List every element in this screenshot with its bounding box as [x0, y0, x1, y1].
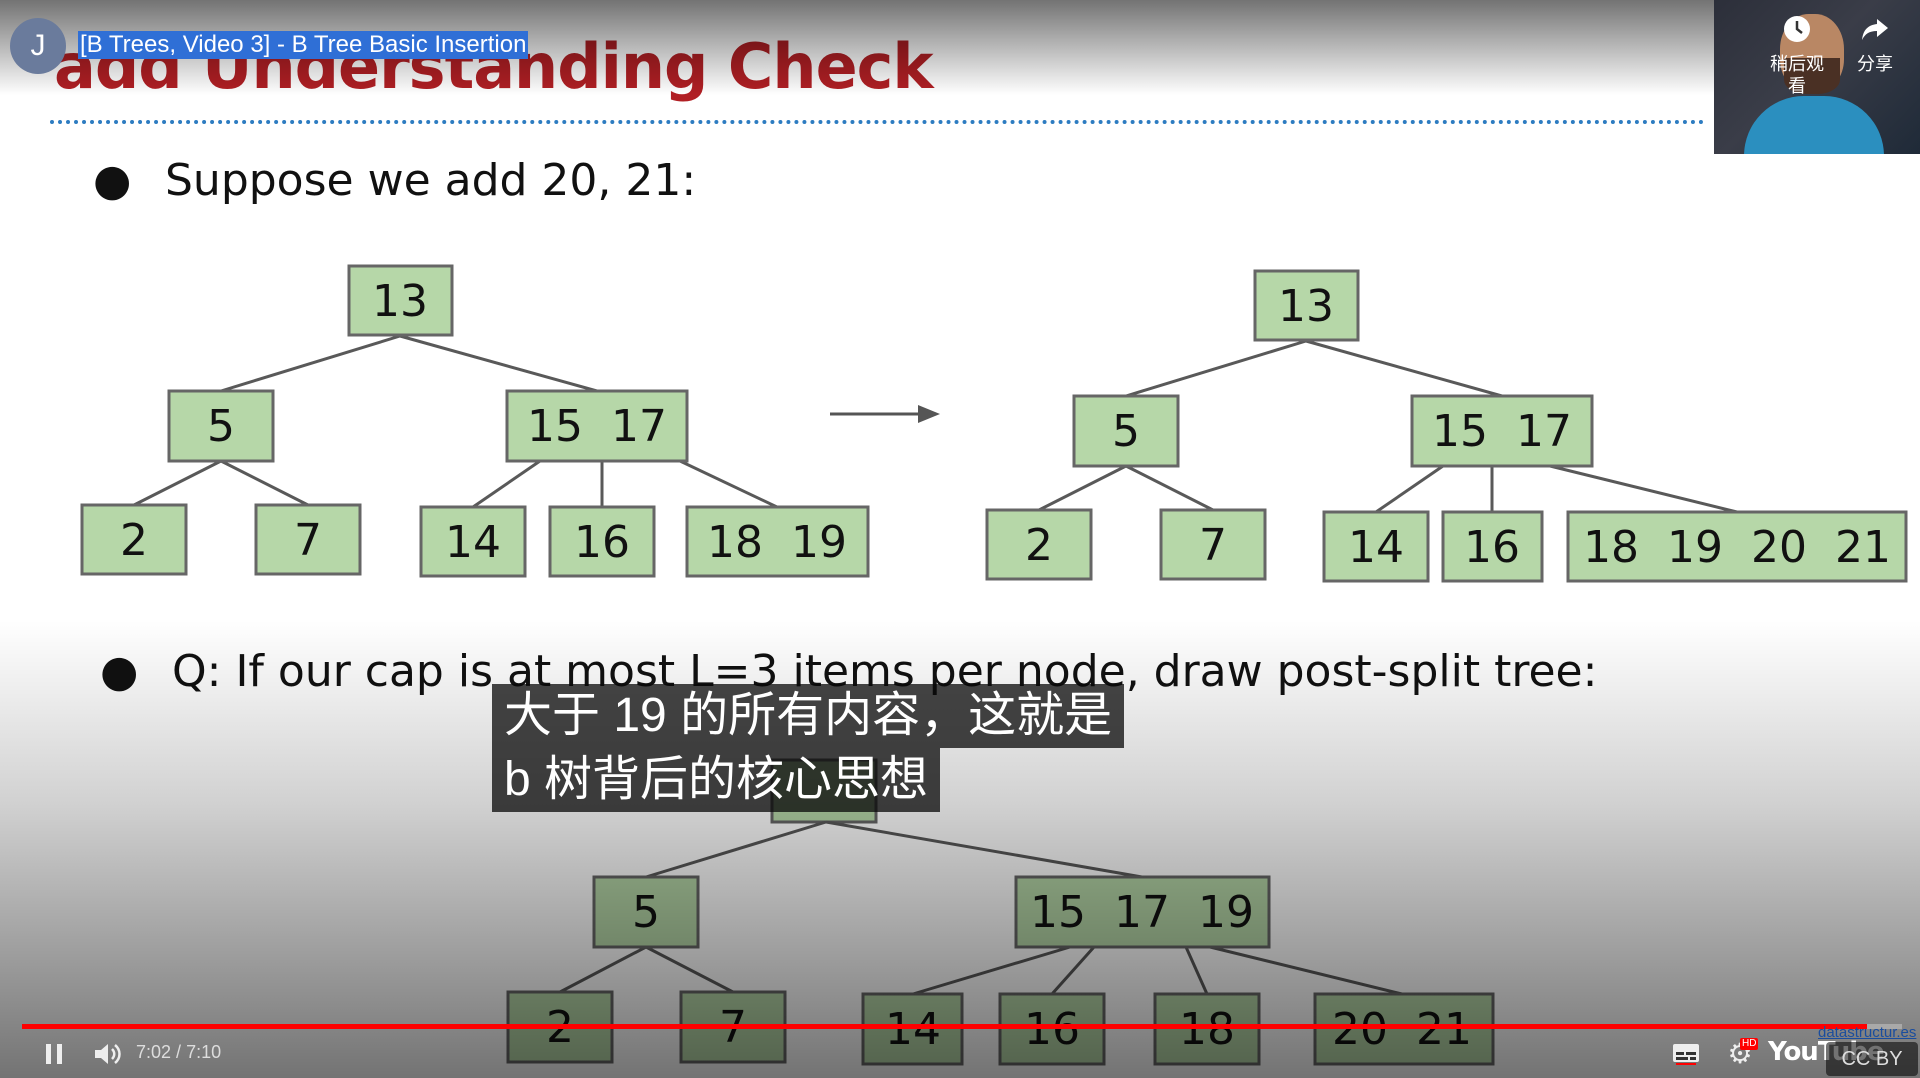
edge	[1125, 339, 1307, 398]
tree-node: 15 17	[1410, 394, 1594, 468]
license-badge: CC BY NC SA	[1826, 1042, 1918, 1076]
edge	[1184, 946, 1209, 995]
share-button[interactable]: 分享	[1840, 14, 1910, 75]
player-controls: 7:02 / 7:10 ⚙ HD	[0, 1030, 1920, 1078]
tree-node: 7	[254, 503, 362, 576]
share-label: 分享	[1857, 54, 1893, 74]
bullet-dot-icon: ●	[93, 155, 132, 206]
tree-node: 2	[985, 508, 1093, 581]
tree-node: 18 19	[685, 505, 870, 578]
subtitles-button[interactable]	[1668, 1030, 1704, 1078]
title-divider	[50, 120, 1705, 124]
svg-text:15 17: 15 17	[1432, 406, 1572, 457]
caption-line-2: b 树背后的核心思想	[492, 748, 941, 812]
edge	[1305, 339, 1503, 398]
pause-button[interactable]	[36, 1030, 72, 1078]
subtitles-icon	[1673, 1043, 1699, 1065]
edge	[1375, 464, 1444, 514]
edge	[679, 459, 778, 509]
volume-button[interactable]	[88, 1030, 128, 1078]
subtitle-caption: 大于 19 的所有内容，这就是 b 树背后的核心思想	[492, 684, 1125, 812]
bullet-suppose-text: Suppose we add 20, 21:	[165, 155, 697, 206]
tree-node: 14	[1322, 510, 1430, 583]
share-arrow-icon	[1840, 14, 1910, 53]
tree-node: 16	[1441, 510, 1544, 583]
current-time: 7:02	[136, 1042, 172, 1062]
progress-bar[interactable]	[22, 1024, 1902, 1029]
svg-text:18 19: 18 19	[707, 517, 847, 568]
pause-icon	[46, 1043, 62, 1064]
volume-icon	[95, 1043, 121, 1064]
edge	[1125, 464, 1214, 512]
tree-node: 13	[347, 264, 454, 337]
svg-text:5: 5	[207, 401, 235, 452]
edge	[1050, 946, 1096, 995]
tree-node: 16	[548, 505, 656, 578]
edge	[825, 820, 1143, 879]
settings-button[interactable]: ⚙ HD	[1718, 1030, 1762, 1078]
svg-text:13: 13	[1278, 281, 1334, 332]
edge	[133, 459, 222, 507]
svg-text:2: 2	[1025, 520, 1053, 571]
edge	[912, 945, 1071, 996]
time-display: 7:02 / 7:10	[136, 1042, 222, 1062]
edge	[220, 459, 309, 507]
svg-text:7: 7	[294, 515, 322, 566]
watch-later-label: 稍后观看	[1770, 54, 1824, 96]
svg-text:15 17: 15 17	[527, 401, 667, 452]
progress-played	[22, 1024, 1867, 1029]
bullet-suppose: ● Suppose we add 20, 21:	[93, 155, 697, 206]
svg-text:18 19 20 21: 18 19 20 21	[1583, 522, 1891, 573]
tree-node: 5	[167, 389, 275, 463]
svg-text:15 17 19: 15 17 19	[1030, 887, 1254, 938]
edge	[220, 334, 401, 393]
duration: 7:10	[186, 1042, 222, 1062]
right-arrow-icon	[830, 405, 940, 423]
tree-node: 5	[592, 875, 700, 949]
edge	[645, 820, 827, 879]
edge	[1549, 464, 1738, 514]
site-link[interactable]: datastructur.es	[1818, 1024, 1917, 1041]
edge	[399, 334, 598, 393]
edge	[1209, 945, 1403, 996]
tree-before: 13 5 15 17 2 7 14	[80, 264, 870, 578]
tree-after: 13 5 15 17 2 7 14	[985, 269, 1908, 583]
edge	[1038, 464, 1127, 512]
tree-node: 14	[419, 505, 527, 578]
svg-text:2: 2	[120, 515, 148, 566]
svg-text:5: 5	[632, 887, 660, 938]
svg-text:14: 14	[1348, 522, 1404, 573]
edge	[472, 459, 541, 509]
svg-text:5: 5	[1112, 406, 1140, 457]
edge	[645, 945, 734, 994]
video-title[interactable]: [B Trees, Video 3] - B Tree Basic Insert…	[78, 31, 529, 59]
svg-text:7: 7	[1199, 520, 1227, 571]
tree-node: 15 17 19	[1014, 875, 1271, 949]
clock-icon	[1762, 14, 1832, 53]
svg-text:16: 16	[1464, 522, 1520, 573]
tree-node: 7	[1159, 508, 1267, 581]
edge	[559, 945, 647, 994]
tree-node: 5	[1072, 394, 1180, 468]
tree-node: 13	[1253, 269, 1360, 342]
bullet-dot-icon: ●	[100, 646, 139, 697]
hd-badge: HD	[1740, 1038, 1759, 1050]
channel-avatar[interactable]: J	[10, 18, 66, 74]
caption-line-1: 大于 19 的所有内容，这就是	[492, 684, 1125, 748]
svg-text:16: 16	[574, 517, 630, 568]
watch-later-button[interactable]: 稍后观看	[1762, 14, 1832, 97]
tree-node: 2	[80, 503, 188, 576]
svg-text:14: 14	[445, 517, 501, 568]
tree-node: 18 19 20 21	[1566, 510, 1908, 583]
svg-text:13: 13	[372, 276, 428, 327]
tree-node: 15 17	[505, 389, 689, 463]
